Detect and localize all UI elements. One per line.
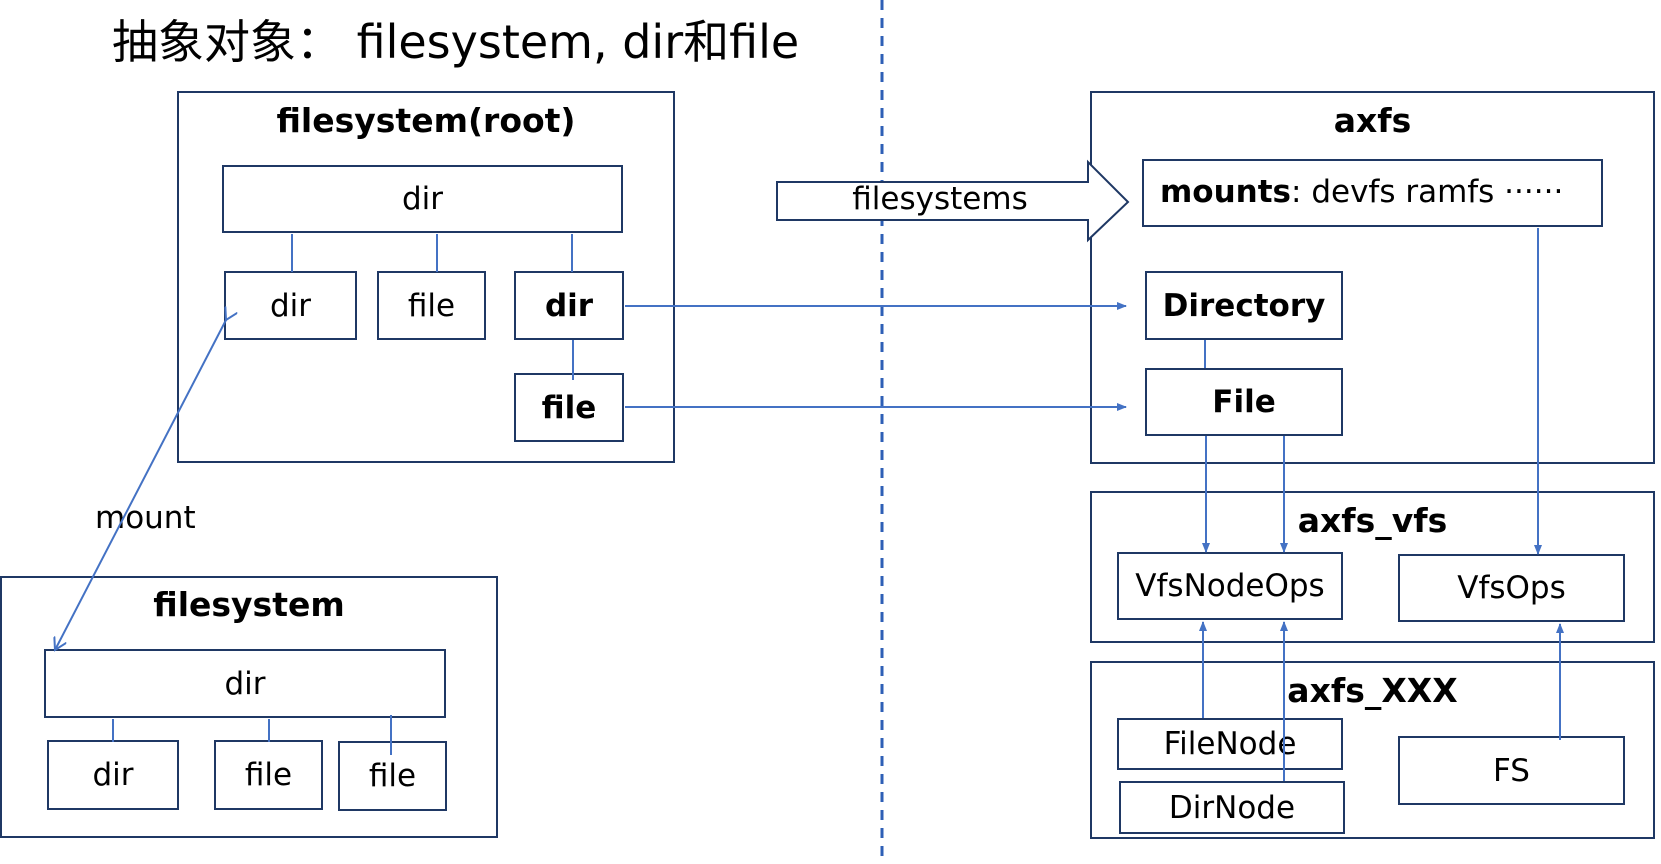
mounted-child-file-1: file xyxy=(214,740,323,810)
vfs-node-ops-box: VfsNodeOps xyxy=(1117,552,1343,620)
filesystems-arrow-label: filesystems xyxy=(852,181,1028,217)
axfs-xxx-title: axfs_XXX xyxy=(1287,671,1458,710)
root-filesystem-title: filesystem(root) xyxy=(276,101,576,140)
root-filesystem-container: filesystem(root) xyxy=(177,91,675,463)
diagram-title: 抽象对象： filesystem, dir和file xyxy=(112,15,800,69)
fs-box: FS xyxy=(1398,736,1625,805)
root-child-dir-1: dir xyxy=(224,271,357,340)
mount-label: mount xyxy=(95,500,196,536)
file-node-box: FileNode xyxy=(1117,718,1343,770)
mounted-top-dir: dir xyxy=(44,649,446,718)
directory-box: Directory xyxy=(1145,271,1343,340)
axfs-xxx-container: axfs_XXX xyxy=(1090,661,1655,839)
mounted-child-dir: dir xyxy=(47,740,179,810)
root-child-dir-2: dir xyxy=(514,271,624,340)
file-box: File xyxy=(1145,368,1343,436)
mounts-box xyxy=(1142,159,1603,227)
axfs-title: axfs xyxy=(1333,101,1412,140)
root-sub-file: file xyxy=(514,373,624,442)
mounts-key: mounts xyxy=(1160,174,1292,210)
mounts-line: mounts: devfs ramfs ······ xyxy=(1160,174,1563,210)
mounts-value: : devfs ramfs ······ xyxy=(1291,174,1564,210)
root-top-dir: dir xyxy=(222,165,623,233)
root-child-file: file xyxy=(377,271,486,340)
mounted-filesystem-title: filesystem xyxy=(153,585,345,624)
mounted-child-file-2: file xyxy=(338,741,447,811)
axfs-vfs-title: axfs_vfs xyxy=(1297,501,1448,540)
axfs-container: axfs xyxy=(1090,91,1655,464)
vfs-ops-box: VfsOps xyxy=(1398,554,1625,622)
dir-node-box: DirNode xyxy=(1119,781,1345,834)
axfs-vfs-container: axfs_vfs xyxy=(1090,491,1655,643)
